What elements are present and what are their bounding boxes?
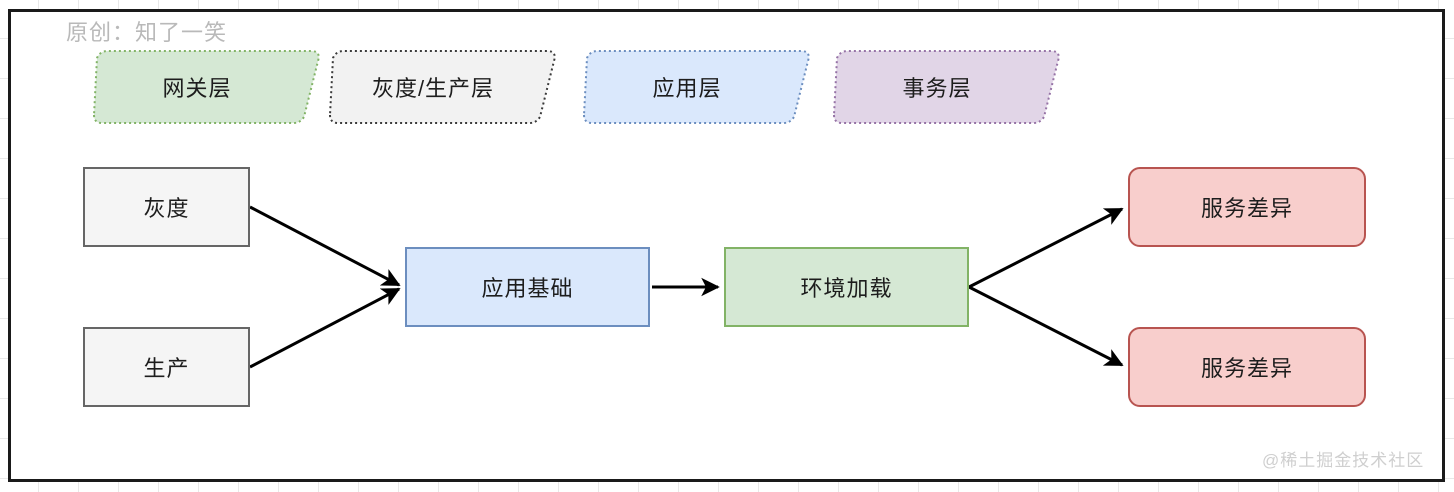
node-production[interactable]: 生产 [83,327,250,407]
node-label-production: 生产 [143,356,190,381]
node-application-base[interactable]: 应用基础 [405,247,650,327]
node-service-difference-bottom[interactable]: 服务差异 [1128,327,1366,407]
parallelogram-shape-application [583,50,810,124]
parallelogram-shape-transaction [833,50,1060,124]
legend-item-gateway-layer[interactable]: 网关层 [72,49,322,125]
node-label-service-difference-bottom: 服务差异 [1200,356,1293,381]
parallelogram-shape-canary-prod [329,50,556,124]
watermark-author: 原创：知了一笑 [66,20,228,45]
node-label-environment-load: 环境加载 [800,276,893,301]
watermark-community: @稀土掘金技术社区 [1262,451,1425,470]
node-label-canary: 灰度 [143,196,190,221]
node-canary[interactable]: 灰度 [83,167,250,247]
node-service-difference-top[interactable]: 服务差异 [1128,167,1366,247]
node-label-application-base: 应用基础 [481,276,574,301]
parallelogram-shape-gateway [93,50,320,124]
node-label-service-difference-top: 服务差异 [1200,196,1293,221]
legend-item-canary-prod-layer[interactable]: 灰度/生产层 [308,49,558,125]
node-environment-load[interactable]: 环境加载 [724,247,969,327]
legend-item-application-layer[interactable]: 应用层 [562,49,812,125]
legend-item-transaction-layer[interactable]: 事务层 [812,49,1062,125]
